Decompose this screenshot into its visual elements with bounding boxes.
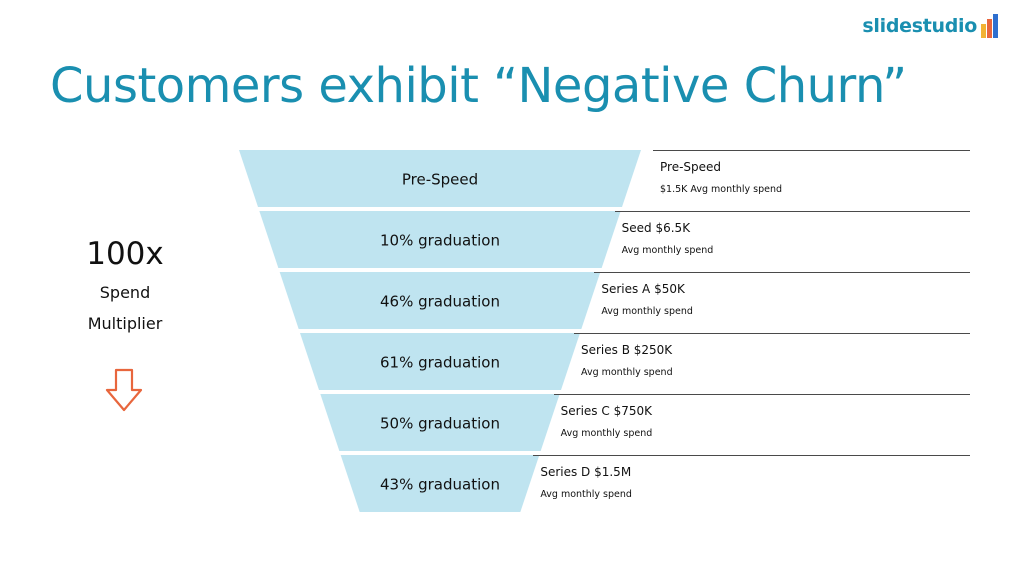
stage-divider-line	[553, 394, 970, 395]
funnel-stage-label: Pre-Speed	[402, 171, 478, 189]
multiplier-label-line1: Spend	[99, 283, 151, 302]
funnel-stage-label: 10% graduation	[380, 232, 500, 250]
down-arrow-icon	[105, 368, 143, 412]
slide-title: Customers exhibit “Negative Churn”	[50, 58, 907, 114]
stage-divider-line	[574, 333, 970, 334]
funnel-stage	[340, 455, 540, 512]
funnel-stage	[320, 394, 560, 451]
stage-divider-line	[653, 150, 970, 151]
multiplier-label-line2: Multiplier	[87, 314, 163, 333]
funnel-stage-label: 61% graduation	[380, 354, 500, 372]
funnel-stage-label: 50% graduation	[380, 415, 500, 433]
funnel-stage	[239, 150, 641, 207]
stage-title: Series C $750K	[560, 404, 652, 418]
stage-title: Seed $6.5K	[621, 221, 691, 235]
funnel-stage	[300, 333, 580, 390]
stage-title: Series D $1.5M	[540, 465, 632, 479]
stage-subtitle: Avg monthly spend	[621, 245, 714, 256]
funnel-stage	[259, 211, 621, 268]
stage-subtitle: Avg monthly spend	[560, 428, 653, 439]
stage-subtitle: Avg monthly spend	[540, 489, 632, 500]
funnel-stage	[279, 272, 601, 329]
stage-subtitle: $1.5K Avg monthly spend	[660, 184, 783, 195]
multiplier-value: 100x	[86, 236, 164, 272]
logo-text: slidestudio	[862, 15, 977, 37]
stage-divider-line	[614, 211, 970, 212]
logo-mark-icon	[980, 14, 998, 38]
stage-title: Series B $250K	[581, 343, 673, 357]
stage-title: Series A $50K	[601, 282, 685, 296]
stage-divider-line	[533, 455, 970, 456]
logo: slidestudio	[862, 14, 998, 38]
stage-subtitle: Avg monthly spend	[601, 306, 693, 317]
funnel-stage-label: 43% graduation	[380, 476, 500, 494]
funnel-stage-label: 46% graduation	[380, 293, 500, 311]
stage-divider-line	[594, 272, 970, 273]
multiplier-block: 100x Spend Multiplier	[60, 232, 190, 338]
stage-title: Pre-Speed	[660, 160, 722, 174]
stage-subtitle: Avg monthly spend	[581, 367, 673, 378]
